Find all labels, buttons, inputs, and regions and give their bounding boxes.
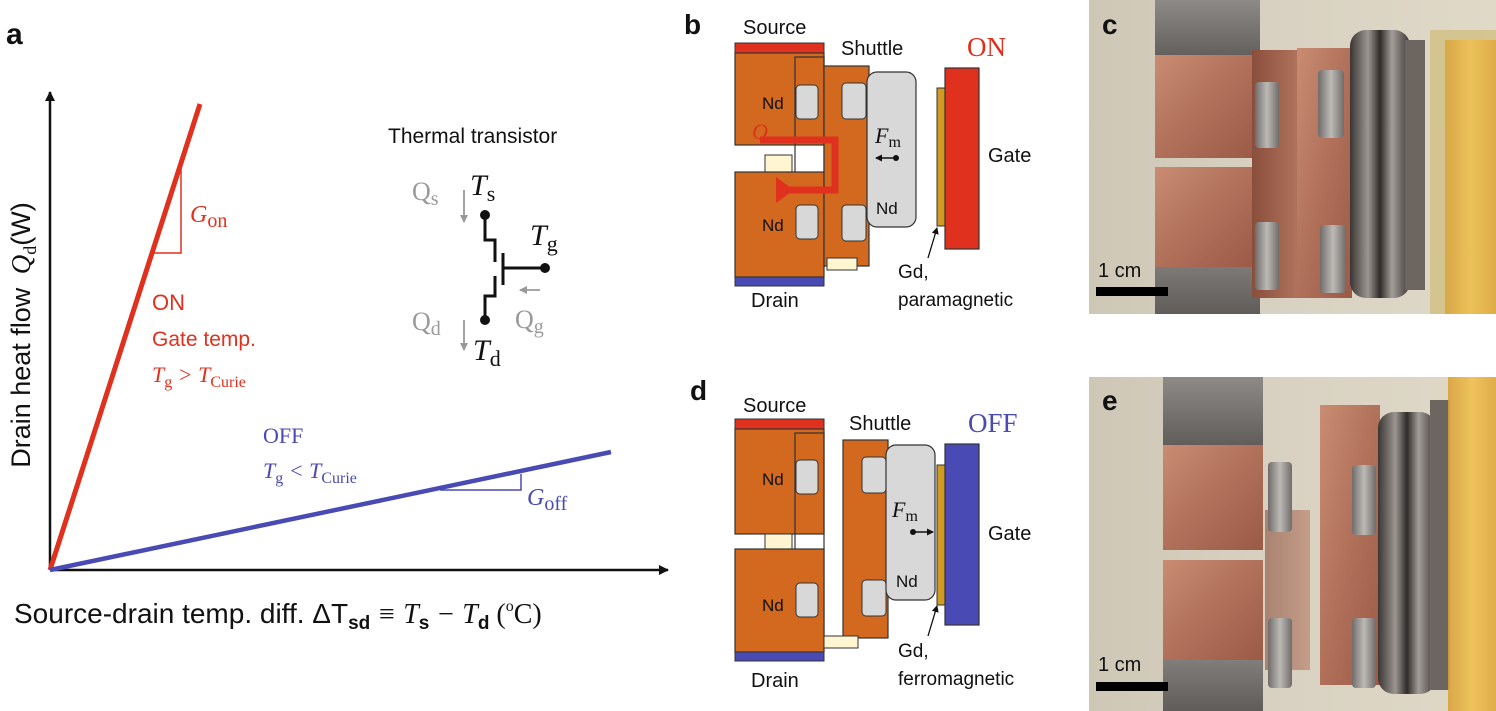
on-state-label: ON bbox=[152, 290, 185, 315]
scale-label: 1 cm bbox=[1098, 260, 1141, 282]
scale-bar bbox=[1096, 287, 1168, 296]
g-off-label: Goff bbox=[527, 485, 568, 515]
scale-label: 1 cm bbox=[1098, 654, 1141, 676]
panel-label-e: e bbox=[1102, 385, 1118, 416]
nd-magnet bbox=[795, 84, 819, 120]
gate-block bbox=[944, 67, 980, 250]
nd-label: Nd bbox=[876, 199, 898, 218]
gate-label: Gate bbox=[988, 523, 1031, 545]
gd-state: ferromagnetic bbox=[898, 669, 1014, 690]
shuttle-nd-magnet bbox=[841, 204, 867, 242]
g-off-triangle bbox=[440, 474, 522, 491]
panel-label-c: c bbox=[1102, 9, 1118, 40]
heat-flow-label: Q bbox=[752, 119, 768, 144]
shuttle-nd-block bbox=[866, 71, 917, 228]
nd-magnet bbox=[795, 582, 819, 618]
panel-c-photo: 1 cm c bbox=[1089, 0, 1496, 314]
scale-bar bbox=[1096, 682, 1168, 691]
source-contact bbox=[734, 42, 825, 54]
x-axis-label: Source-drain temp. diff. ΔTsd ≡ Ts − Td … bbox=[14, 598, 542, 634]
nd-magnet bbox=[795, 204, 819, 240]
gate-block bbox=[944, 443, 980, 626]
gd-label: Gd, bbox=[898, 641, 929, 662]
panel-d: d Source Shuttle OFF Nd Nd Drain Nd Fm G… bbox=[690, 375, 1031, 692]
fm-label: Fm bbox=[874, 123, 901, 151]
spacer bbox=[764, 154, 793, 173]
g-on-label: Gon bbox=[190, 202, 227, 232]
panel-label-a: a bbox=[6, 18, 23, 51]
off-state-label: OFF bbox=[263, 423, 303, 448]
source-contact bbox=[734, 418, 825, 430]
shuttle-spacer bbox=[826, 257, 858, 271]
nd-magnet bbox=[795, 459, 819, 495]
td-label: Td bbox=[473, 334, 501, 371]
qd-label: Qd bbox=[412, 307, 441, 340]
qg-label: Qg bbox=[515, 305, 544, 338]
nd-label: Nd bbox=[762, 216, 784, 235]
shuttle-spacer bbox=[823, 635, 859, 649]
drain-label: Drain bbox=[751, 670, 799, 692]
heat-flow-arrow bbox=[760, 136, 839, 203]
y-axis-label: Drain heat flow Qd(W) bbox=[6, 202, 40, 468]
off-condition: Tg < TCurie bbox=[263, 458, 357, 487]
gd-label: Gd, bbox=[898, 262, 929, 283]
shuttle-label: Shuttle bbox=[841, 38, 903, 60]
on-condition: Tg > TCurie bbox=[152, 362, 246, 391]
source-label: Source bbox=[743, 395, 806, 417]
qs-label: Qs bbox=[412, 177, 439, 210]
shuttle-nd-block bbox=[885, 444, 936, 601]
gd-pointer bbox=[927, 605, 939, 637]
transistor-symbol bbox=[480, 210, 550, 325]
panel-a: a Drain heat flow Qd(W) Source-drain tem… bbox=[6, 18, 669, 634]
fm-label: Fm bbox=[891, 497, 918, 525]
shuttle-nd-magnet bbox=[841, 82, 867, 120]
nd-label: Nd bbox=[762, 596, 784, 615]
gate-label: Gate bbox=[988, 145, 1031, 167]
drain-contact bbox=[734, 651, 825, 662]
nd-label: Nd bbox=[762, 94, 784, 113]
gd-pointer bbox=[927, 227, 939, 259]
panel-label-b: b bbox=[684, 9, 701, 40]
shuttle-label: Shuttle bbox=[849, 413, 911, 435]
panel-label-d: d bbox=[690, 375, 707, 406]
drain-label: Drain bbox=[751, 290, 799, 312]
on-state-title: ON bbox=[967, 32, 1006, 62]
off-line bbox=[49, 449, 612, 573]
shuttle-nd-magnet bbox=[861, 579, 887, 617]
tg-label: Tg bbox=[530, 219, 558, 256]
off-state-title: OFF bbox=[968, 408, 1018, 438]
transistor-title: Thermal transistor bbox=[388, 125, 557, 148]
panel-b: b Source Shuttle ON Nd Nd Drain Nd Fm Q bbox=[684, 9, 1031, 312]
ts-label: Ts bbox=[470, 169, 495, 206]
nd-label: Nd bbox=[762, 470, 784, 489]
source-label: Source bbox=[743, 17, 806, 39]
spacer bbox=[764, 533, 793, 550]
on-gate-temp-label: Gate temp. bbox=[152, 328, 256, 351]
gd-state: paramagnetic bbox=[898, 290, 1013, 311]
drain-contact bbox=[734, 276, 825, 287]
on-line bbox=[47, 103, 203, 571]
nd-label: Nd bbox=[896, 572, 918, 591]
shuttle-nd-magnet bbox=[861, 456, 887, 494]
panel-e-photo: 1 cm e bbox=[1089, 377, 1496, 711]
g-on-triangle bbox=[152, 157, 182, 254]
